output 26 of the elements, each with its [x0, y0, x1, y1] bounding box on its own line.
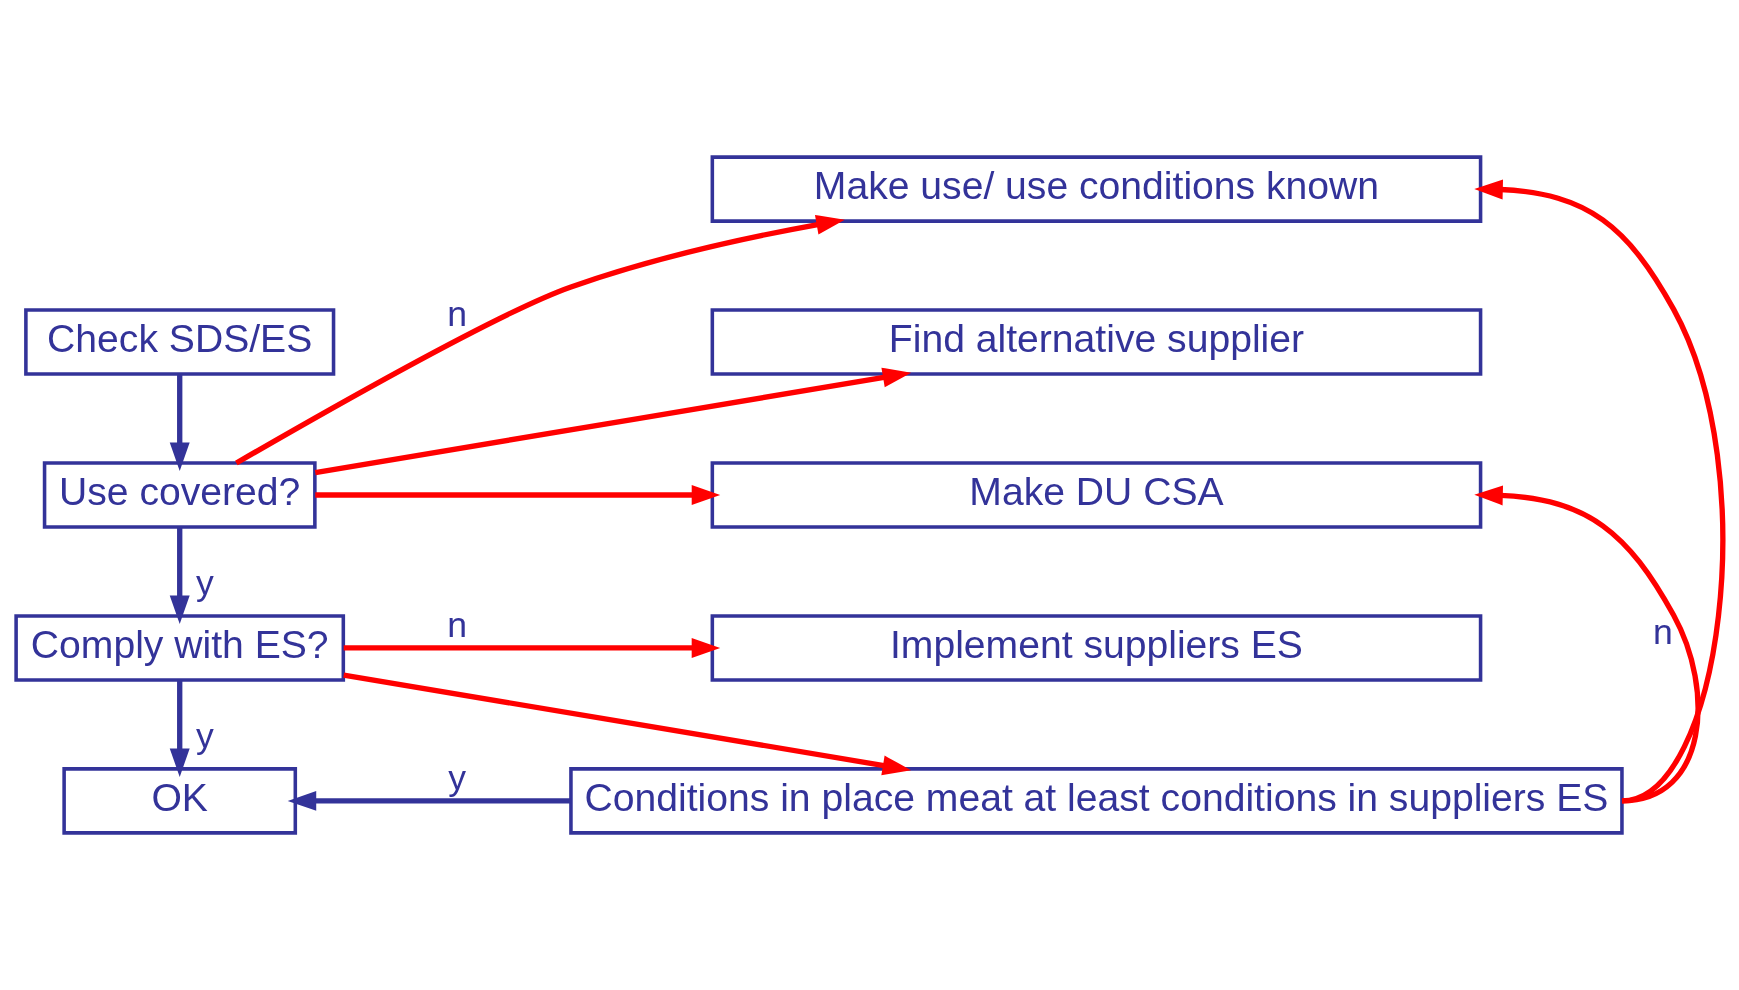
arrow [343, 637, 721, 658]
edge-label: n [1652, 611, 1673, 652]
arrow [169, 527, 190, 624]
node-box: Use covered? [42, 461, 317, 529]
arrow [343, 672, 912, 776]
arrow [1474, 179, 1725, 804]
edge-label: y [448, 758, 467, 799]
node-box: Implement suppliers ES [710, 614, 1483, 682]
node-box: OK [62, 767, 298, 835]
node-box: Find alternative supplier [710, 308, 1483, 376]
edge-label: n [447, 294, 468, 335]
edge-label: y [195, 562, 214, 603]
edge-label: n [447, 605, 468, 646]
node-box: Conditions in place meat at least conditions in suppliers ES [569, 767, 1624, 835]
arrow [1474, 485, 1701, 804]
arrow [169, 679, 190, 777]
node-box: Comply with ES? [14, 614, 346, 682]
node-box: Make use/ use conditions known [710, 155, 1483, 223]
arrow [287, 790, 571, 811]
node-box: Make DU CSA [710, 461, 1483, 529]
arrow [314, 367, 912, 476]
arrow [169, 374, 190, 472]
edge-label: y [195, 715, 214, 756]
arrow [235, 214, 845, 466]
arrow [315, 485, 721, 505]
node-box: Check SDS/ES [24, 308, 336, 376]
